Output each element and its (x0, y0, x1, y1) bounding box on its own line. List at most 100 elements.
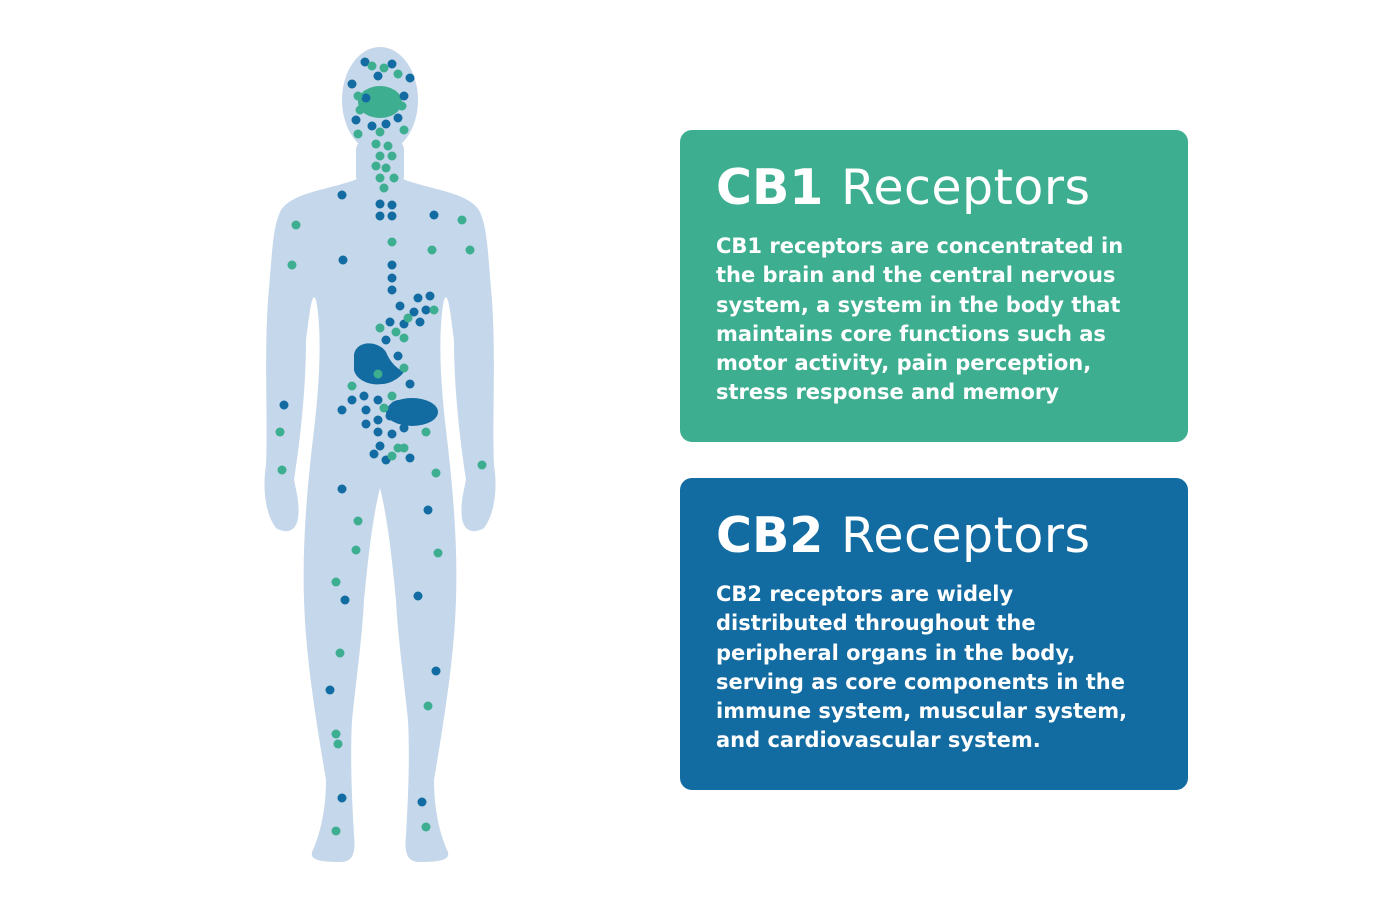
cb2-receptor-dot (393, 113, 403, 123)
cb1-receptor-dot (353, 516, 363, 526)
cb1-receptor-dot (331, 826, 341, 836)
cb2-receptor-dot (421, 305, 431, 315)
cb2-receptor-dot (429, 210, 439, 220)
cb2-receptor-dot (385, 411, 395, 421)
cb2-receptor-dot (347, 395, 357, 405)
cb1-receptor-dot (331, 577, 341, 587)
cb2-receptor-dot (405, 379, 415, 389)
cb1-receptor-dot (379, 63, 389, 73)
cb1-receptor-dot (381, 163, 391, 173)
cb2-receptor-dot (361, 405, 371, 415)
cb1-body-line: stress response and memory (716, 380, 1059, 405)
cb2-receptor-dot (425, 291, 435, 301)
cb1-receptor-dot (477, 460, 487, 470)
cb2-receptor-dot (381, 335, 391, 345)
cb1-receptor-dot (379, 183, 389, 193)
cb2-receptor-dot (393, 351, 403, 361)
cb1-receptor-dot (379, 403, 389, 413)
cb1-receptor-dot (351, 545, 361, 555)
cb2-receptor-dot (367, 121, 377, 131)
liver-shape (354, 343, 404, 385)
cb1-receptor-dot (383, 141, 393, 151)
cb2-body-line: serving as core components in the (716, 669, 1125, 694)
cb2-receptor-dot (340, 595, 350, 605)
cb1-receptor-dot (387, 451, 397, 461)
cb1-receptor-dots (275, 61, 487, 836)
cb1-receptor-dot (291, 220, 301, 230)
cb1-receptor-dot (367, 61, 377, 71)
cb2-title-bold: CB2 (716, 507, 824, 564)
cb1-receptor-dot (347, 381, 357, 391)
cb2-receptor-dots (279, 57, 441, 807)
cb2-receptor-dot (338, 255, 348, 265)
body-shape (264, 178, 496, 862)
cb1-receptor-dot (353, 91, 363, 101)
body-silhouette (264, 47, 496, 862)
cb2-receptor-dot (337, 190, 347, 200)
cb2-receptor-dot (415, 317, 425, 327)
cb1-receptor-dot (433, 548, 443, 558)
cb1-body-line: the brain and the central nervous (716, 263, 1116, 288)
cb1-receptor-dot (355, 105, 365, 115)
cb1-body-line: system, a system in the body that (716, 292, 1121, 317)
brain-core (358, 86, 402, 118)
cb1-body-line: motor activity, pain perception, (716, 351, 1092, 376)
cb1-receptor-dot (387, 391, 397, 401)
cb2-receptor-dot (399, 91, 409, 101)
cb1-receptor-dot (375, 151, 385, 161)
cb1-receptor-dot (389, 173, 399, 183)
cb2-receptor-dot (337, 484, 347, 494)
cb2-receptor-dot (387, 59, 397, 69)
brain-cluster (358, 86, 402, 118)
cb1-receptor-dot (371, 139, 381, 149)
cb2-receptor-dot (387, 273, 397, 283)
cb1-receptor-dot (399, 443, 409, 453)
cb2-receptor-dot (369, 449, 379, 459)
cb2-receptor-dot (387, 211, 397, 221)
cb1-receptor-dot (371, 161, 381, 171)
cb1-card-body: CB1 receptors are concentrated in the br… (716, 232, 1156, 408)
cb2-card-body: CB2 receptors are widely distributed thr… (716, 580, 1156, 756)
cb2-receptor-dot (409, 307, 419, 317)
cb1-receptor-dot (427, 245, 437, 255)
cb1-body-line: maintains core functions such as (716, 321, 1106, 346)
organs (354, 343, 438, 426)
cb1-body-line: CB1 receptors are concentrated in (716, 234, 1124, 258)
cb2-receptor-dot (337, 405, 347, 415)
cb2-receptor-dot (351, 115, 361, 125)
stomach-tail-shape (388, 399, 410, 416)
cb1-receptor-dot (429, 305, 439, 315)
cb1-receptor-dot (333, 739, 343, 749)
cb2-receptor-dot (387, 200, 397, 210)
cb2-receptor-dot (325, 685, 335, 695)
cb2-receptor-dot (413, 293, 423, 303)
cb2-receptor-dot (405, 73, 415, 83)
cb2-body-line: distributed throughout the (716, 611, 1036, 636)
cb1-receptor-dot (375, 127, 385, 137)
cb1-receptor-dot (465, 245, 475, 255)
cb2-receptor-dot (417, 797, 427, 807)
cb2-receptor-dot (413, 591, 423, 601)
cb1-receptor-dot (387, 237, 397, 247)
cb2-body-line: and cardiovascular system. (716, 728, 1041, 753)
cb2-receptor-dot (423, 505, 433, 515)
cb2-receptor-dot (373, 415, 383, 425)
cb2-receptors-card: CB2 Receptors CB2 receptors are widely d… (680, 478, 1188, 790)
cb1-receptor-dot (335, 648, 345, 658)
cb2-receptor-dot (405, 453, 415, 463)
cb2-title-rest: Receptors (840, 507, 1091, 564)
cb1-receptor-dot (399, 125, 409, 135)
cb1-receptor-dot (387, 151, 397, 161)
cb1-receptor-dot (397, 101, 407, 111)
cb1-title-rest: Receptors (840, 159, 1091, 216)
cb1-receptor-dot (431, 468, 441, 478)
cb1-receptor-dot (373, 369, 383, 379)
cb2-receptor-dot (347, 79, 357, 89)
cb2-receptor-dot (375, 199, 385, 209)
cb2-receptor-dot (399, 423, 409, 433)
cb1-receptor-dot (391, 327, 401, 337)
cb1-receptor-dot (403, 313, 413, 323)
cb2-receptor-dot (395, 301, 405, 311)
cb2-card-title: CB2 Receptors (716, 506, 1158, 566)
